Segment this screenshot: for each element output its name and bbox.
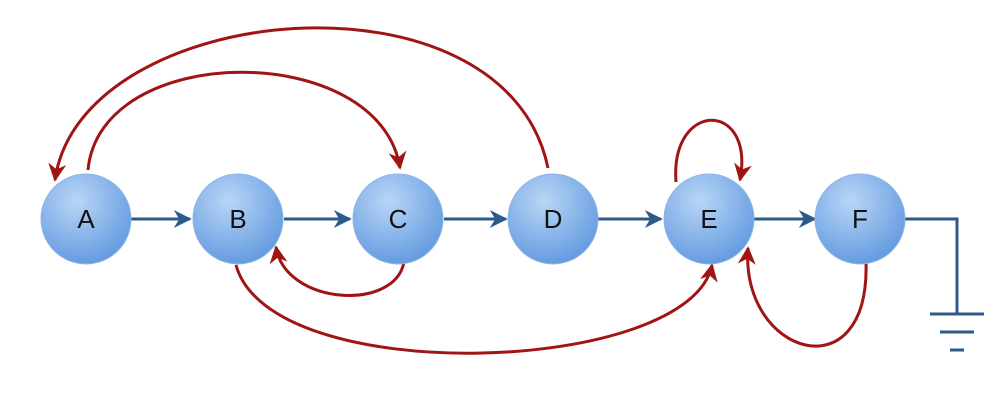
edge-c-to-b (269, 245, 406, 297)
node-label: B (229, 204, 246, 234)
edge-e-to-e (674, 118, 752, 183)
edge-b-to-e (234, 263, 718, 355)
node-b: B (192, 173, 284, 265)
edge-d-to-a (48, 26, 550, 182)
node-label: C (389, 204, 408, 234)
node-a: A (40, 173, 132, 265)
edge-f-to-e (737, 246, 868, 348)
node-f: F (814, 173, 906, 265)
node-d: D (507, 173, 599, 265)
node-e: E (663, 173, 755, 265)
node-label: F (852, 204, 868, 234)
node-label: A (77, 204, 95, 234)
ground-icon (905, 217, 984, 352)
node-label: D (544, 204, 563, 234)
node-c: C (352, 173, 444, 265)
node-label: E (700, 204, 717, 234)
edge-a-to-c (86, 70, 407, 171)
nodes: A B C D E F (40, 173, 906, 265)
back-edges (48, 26, 868, 355)
